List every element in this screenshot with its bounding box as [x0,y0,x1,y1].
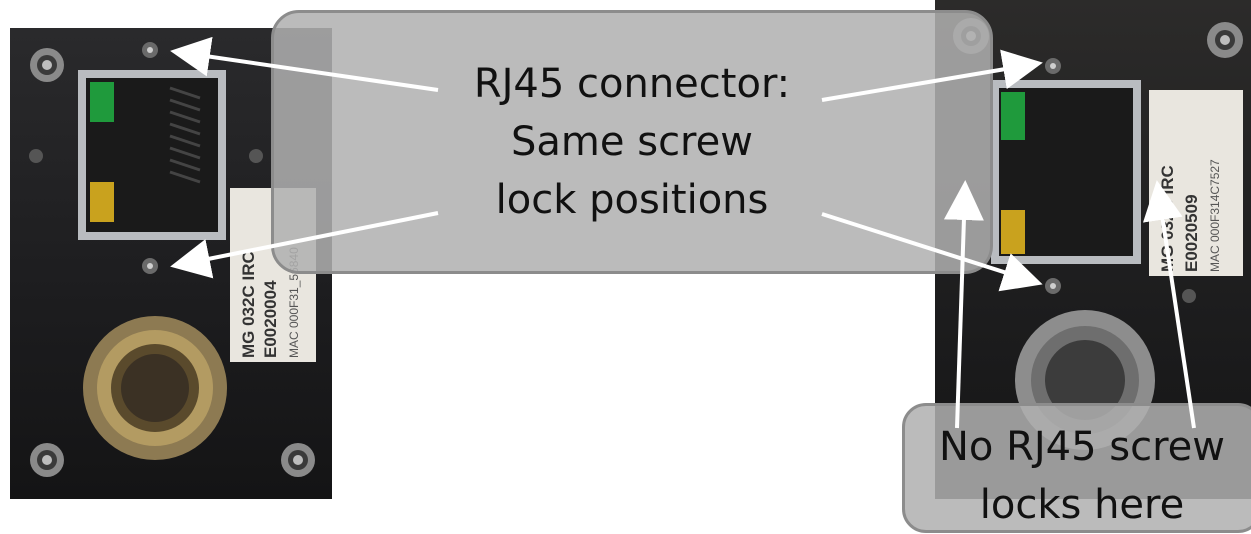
model-text: MG 032C IRC [239,251,258,358]
corner-screw [30,48,64,82]
callout-line: RJ45 connector: [473,61,791,107]
mac-text: MAC 000F314C7527 [1208,159,1222,272]
led-yellow [90,182,114,222]
corner-screw [30,443,64,477]
callout-line: lock positions [495,177,769,223]
no-screw-locks-callout: No RJ45 screw locks here [902,403,1251,533]
corner-screw [281,443,315,477]
led-green [90,82,114,122]
left-camera-drawing: MG 032C IRC E0020004 MAC 000F31_56840 [29,42,316,477]
model-text: MG 032C IRC [1158,165,1177,272]
mac-text: MAC 000F31_56840 [287,247,301,358]
callout-line: No RJ45 screw [938,424,1226,470]
callout-line: locks here [979,482,1185,528]
rj45-callout: RJ45 connector: Same screw lock position… [271,10,993,274]
circular-connector [83,316,227,460]
serial-text: E0020509 [1182,194,1201,272]
led-green [1001,92,1025,140]
mount-hole [1182,289,1196,303]
mount-hole [29,149,43,163]
led-yellow [1001,210,1025,254]
serial-text: E0020004 [261,280,280,358]
mount-hole [249,149,263,163]
callout-line: Same screw [511,119,753,165]
rj45-port [78,70,226,240]
rj45-port [991,80,1141,264]
corner-screw [1207,22,1243,58]
